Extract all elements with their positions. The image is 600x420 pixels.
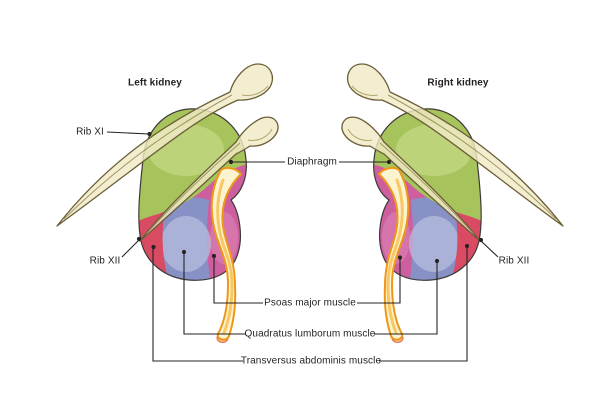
leader-quadratus-right	[374, 262, 438, 335]
rib-xii-bone	[139, 116, 279, 242]
left-kidney-title: Left kidney	[128, 77, 182, 89]
transversus-abdominis-label: Transversus abdominis muscle	[240, 355, 382, 367]
rib-xii-right-label: Rib XII	[498, 255, 530, 267]
rib-xii-ridge	[145, 142, 241, 235]
leader-lines	[106, 131, 499, 362]
quadratus-highlight	[161, 216, 211, 272]
dot-rib-xi	[147, 131, 152, 137]
psoas-major-label: Psoas major muscle	[264, 297, 356, 309]
leader-transversus-left	[152, 248, 243, 362]
leader-rib-xi	[106, 131, 150, 135]
dot-psoas-right	[397, 255, 403, 260]
leader-rib-xii-right	[480, 240, 499, 258]
rib-xi-knob-notch	[241, 85, 269, 96]
leader-transversus-right	[379, 247, 468, 362]
dot-transversus-left	[151, 244, 156, 250]
dot-quadratus-right	[434, 258, 440, 264]
leader-psoas-right	[357, 258, 401, 304]
leader-quadratus-left	[183, 253, 246, 335]
dot-diaphragm-right	[386, 159, 392, 165]
nerve-band-core	[216, 178, 234, 335]
dot-diaphragm-left	[228, 159, 234, 165]
dot-rib-xii-right	[478, 237, 484, 243]
quadratus-lumborum-label: Quadratus lumborum muscle	[244, 328, 376, 340]
rib-xi-label: Rib XI	[76, 126, 104, 138]
rib-xi-bone	[56, 63, 273, 227]
dot-quadratus-left	[181, 249, 187, 255]
dot-transversus-right	[464, 243, 470, 249]
diaphragm-label: Diaphragm	[287, 156, 337, 168]
dot-psoas-left	[211, 253, 217, 259]
leader-rib-xii-left	[121, 239, 140, 258]
left-kidney-art	[56, 63, 279, 343]
rib-xii-left-label: Rib XII	[89, 255, 121, 267]
leader-dots	[136, 131, 484, 264]
right-kidney-art	[342, 64, 563, 343]
dot-rib-xii-left	[136, 236, 142, 242]
right-kidney-title: Right kidney	[427, 77, 489, 89]
leader-psoas-left	[213, 257, 263, 304]
rib-xi-ridge	[63, 94, 233, 220]
rib-xii-knob-notch	[247, 128, 273, 141]
